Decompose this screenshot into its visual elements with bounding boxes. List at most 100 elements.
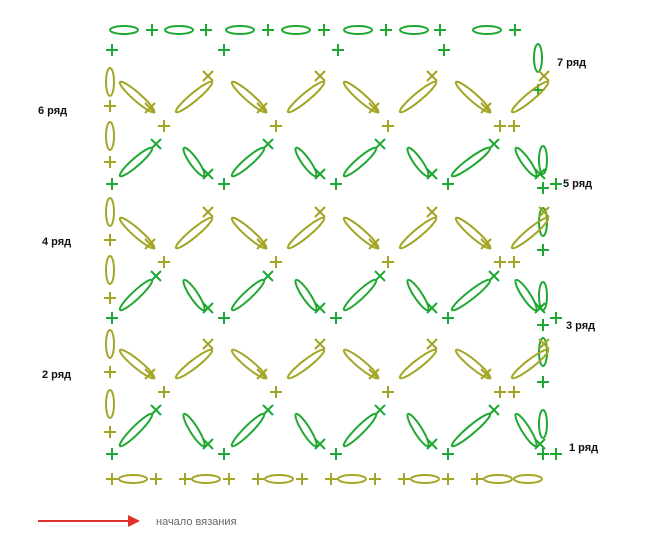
chain-stitch-symbol (406, 412, 430, 448)
single-crochet-symbol (106, 312, 118, 324)
single-crochet-symbol (382, 256, 394, 268)
single-crochet-symbol (218, 312, 230, 324)
row-label-7: 7 ряд (557, 57, 587, 69)
slip-stitch-symbol (426, 70, 438, 82)
chain-stitch-symbol (294, 278, 318, 312)
chain-stitch-symbol (105, 389, 115, 419)
single-crochet-symbol (380, 24, 392, 36)
chain-stitch-symbol (118, 278, 154, 312)
slip-stitch-symbol (144, 102, 156, 114)
chain-stitch-symbol (294, 412, 318, 448)
slip-stitch-symbol (202, 168, 214, 180)
single-crochet-symbol (104, 426, 116, 438)
slip-stitch-symbol (202, 338, 214, 350)
chain-stitch-symbol (406, 146, 430, 178)
chain-stitch-symbol (191, 474, 221, 484)
chain-stitch-symbol (118, 146, 154, 178)
chain-stitch-symbol (174, 216, 214, 250)
chain-stitch-symbol (510, 216, 550, 250)
chain-stitch-symbol (538, 145, 548, 175)
slip-stitch-symbol (262, 138, 274, 150)
single-crochet-symbol (104, 292, 116, 304)
single-crochet-symbol (550, 312, 562, 324)
chain-stitch-symbol (105, 121, 115, 151)
slip-stitch-symbol (426, 302, 438, 314)
slip-stitch-symbol (256, 102, 268, 114)
chain-stitch-symbol (510, 80, 550, 114)
slip-stitch-symbol (374, 138, 386, 150)
single-crochet-symbol (537, 376, 549, 388)
single-crochet-symbol (270, 256, 282, 268)
single-crochet-symbol (537, 244, 549, 256)
single-crochet-symbol (104, 366, 116, 378)
slip-stitch-symbol (534, 438, 546, 450)
single-crochet-symbol (442, 178, 454, 190)
chain-stitch-symbol (230, 412, 266, 448)
chain-stitch-symbol (513, 474, 543, 484)
slip-stitch-symbol (144, 238, 156, 250)
single-crochet-symbol (158, 120, 170, 132)
single-crochet-symbol (218, 178, 230, 190)
single-crochet-symbol (179, 473, 191, 485)
single-crochet-symbol (270, 386, 282, 398)
single-crochet-symbol (218, 44, 230, 56)
single-crochet-symbol (332, 44, 344, 56)
slip-stitch-symbol (538, 70, 550, 82)
single-crochet-symbol (330, 312, 342, 324)
single-crochet-symbol (442, 473, 454, 485)
chain-stitch-symbol (182, 278, 206, 312)
single-crochet-symbol (550, 178, 562, 190)
chain-stitch-symbol (337, 474, 367, 484)
chain-stitch-symbol (343, 25, 373, 35)
slip-stitch-symbol (262, 270, 274, 282)
slip-stitch-symbol (426, 338, 438, 350)
chain-stitch-symbol (398, 348, 438, 380)
single-crochet-symbol (382, 386, 394, 398)
single-crochet-symbol (330, 178, 342, 190)
chain-stitch-symbol (118, 474, 148, 484)
start-caption: начало вязания (156, 516, 237, 528)
single-crochet-symbol (262, 24, 274, 36)
chain-stitch-symbol (105, 197, 115, 227)
row-label-1: 1 ряд (569, 442, 599, 454)
single-crochet-symbol (158, 386, 170, 398)
slip-stitch-symbol (202, 302, 214, 314)
single-crochet-symbol (398, 473, 410, 485)
single-crochet-symbol (494, 256, 506, 268)
single-crochet-symbol (330, 448, 342, 460)
slip-stitch-symbol (256, 368, 268, 380)
chain-stitch-symbol (483, 474, 513, 484)
chain-stitch-symbol (225, 25, 255, 35)
slip-stitch-symbol (150, 270, 162, 282)
single-crochet-symbol (296, 473, 308, 485)
row-label-6: 6 ряд (38, 105, 68, 117)
slip-stitch-symbol (426, 168, 438, 180)
slip-stitch-symbol (368, 368, 380, 380)
slip-stitch-symbol (488, 138, 500, 150)
slip-stitch-symbol (368, 102, 380, 114)
slip-stitch-symbol (202, 70, 214, 82)
slip-stitch-symbol (488, 270, 500, 282)
chain-stitch-symbol (514, 412, 538, 448)
chain-stitch-symbol (410, 474, 440, 484)
single-crochet-symbol (550, 448, 562, 460)
chain-stitch-symbol (182, 146, 206, 178)
chain-stitch-symbol (286, 216, 326, 250)
slip-stitch-symbol (480, 238, 492, 250)
slip-stitch-symbol (314, 206, 326, 218)
chain-stitch-symbol (533, 43, 543, 73)
single-crochet-symbol (158, 256, 170, 268)
single-crochet-symbol (369, 473, 381, 485)
single-crochet-symbol (442, 312, 454, 324)
single-crochet-symbol (106, 178, 118, 190)
single-crochet-symbol (318, 24, 330, 36)
single-crochet-symbol (508, 386, 520, 398)
chain-stitch-symbol (230, 278, 266, 312)
chain-stitch-symbol (342, 278, 378, 312)
chain-stitch-symbol (294, 146, 318, 178)
single-crochet-symbol (471, 473, 483, 485)
single-crochet-symbol (537, 448, 549, 460)
slip-stitch-symbol (374, 270, 386, 282)
chain-stitch-symbol (342, 412, 378, 448)
slip-stitch-symbol (374, 404, 386, 416)
